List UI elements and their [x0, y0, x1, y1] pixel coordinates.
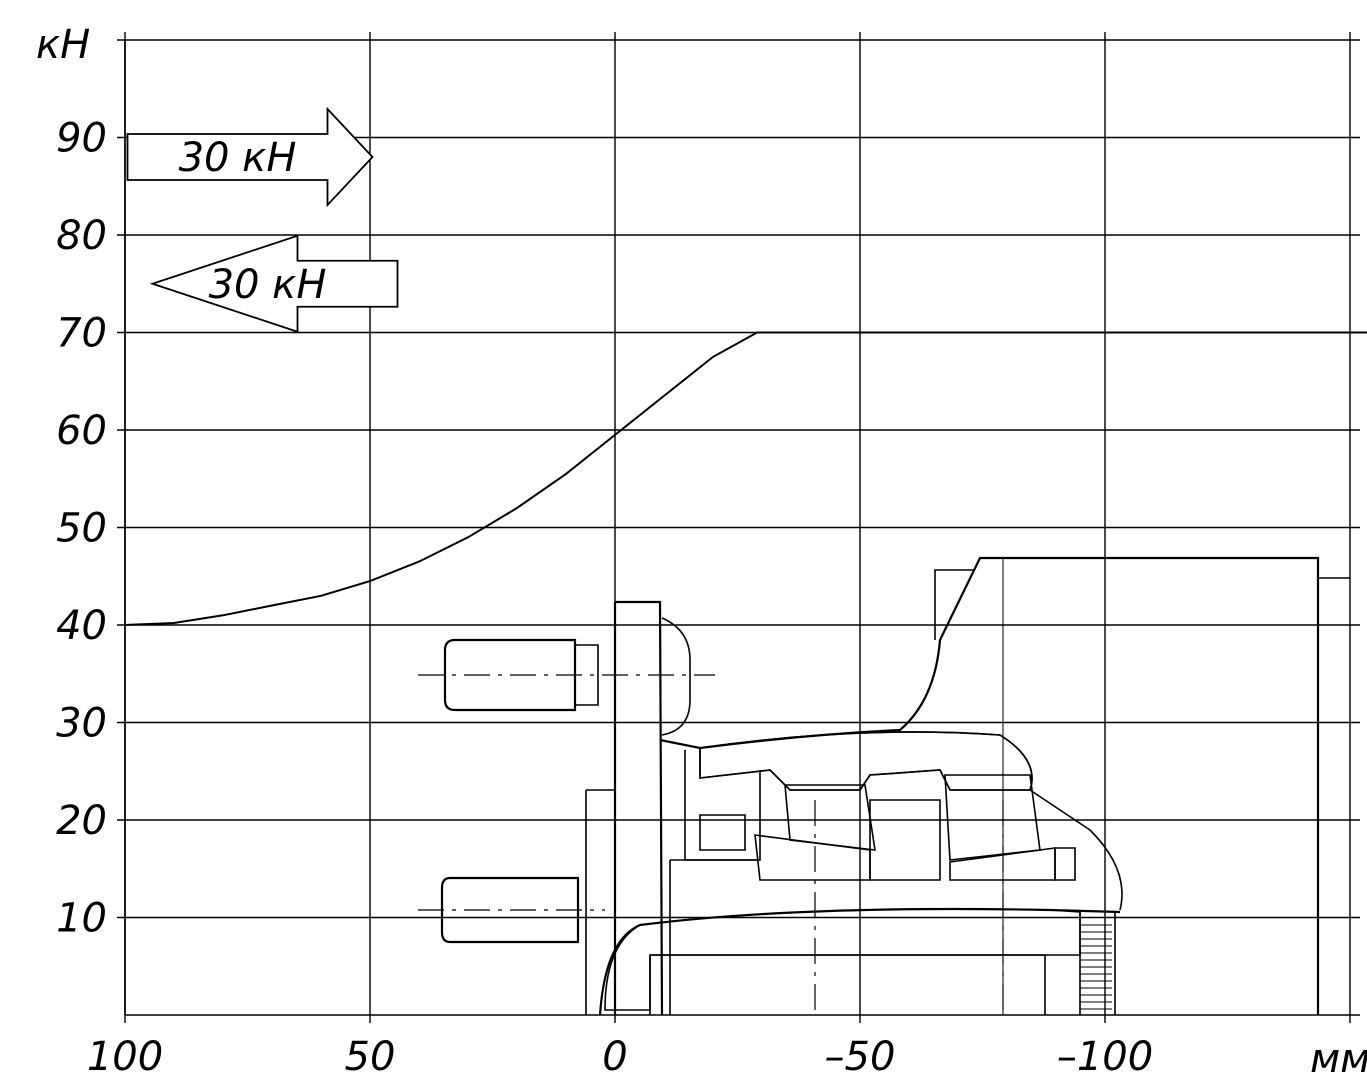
hub-bore: [649, 954, 1046, 1015]
spacer: [869, 799, 941, 881]
spline: [1079, 912, 1116, 1015]
y-tick-label-50: 50: [56, 506, 107, 552]
arrow-right: 30 кН: [126, 106, 374, 208]
x-tick-label-0: 100: [87, 1034, 163, 1080]
y-tick-label-90: 90: [56, 116, 107, 162]
inner-ring-left: [754, 834, 871, 881]
y-axis-unit: кН: [36, 22, 90, 68]
upper-wall-hatch: [699, 731, 1033, 791]
y-tick-label-80: 80: [56, 213, 107, 259]
x-tick-label-4: –100: [1057, 1034, 1153, 1080]
y-tick-label-70: 70: [56, 311, 107, 357]
inner-flange: [669, 859, 760, 1015]
seal: [684, 750, 761, 861]
flange-collar: [585, 789, 615, 1015]
housing-break: [1029, 789, 1123, 911]
arrow-shape: [126, 106, 374, 208]
load-arrows: 30 кН 30 кН: [126, 106, 399, 333]
flange: [613, 600, 664, 1016]
flange-rim: [661, 617, 691, 736]
y-tick-label-40: 40: [56, 603, 107, 649]
y-tick-label-30: 30: [56, 701, 107, 747]
bearing-left: [784, 784, 876, 851]
housing-top: [659, 556, 1320, 1015]
tick-labels: 10 20 30 40 50 60 70 80 90 100 50 0 –50 –100: [56, 116, 1153, 1081]
arrow-label: 30 кН: [209, 262, 327, 308]
nut: [1054, 847, 1076, 881]
stud-upper: [443, 638, 577, 712]
series-0: [124, 331, 1367, 626]
series-line: [124, 331, 1367, 626]
housing-step: [934, 569, 975, 640]
y-tick-label-10: 10: [56, 896, 107, 942]
x-tick-label-3: –50: [825, 1034, 896, 1080]
hub-hatch: [604, 908, 1081, 1011]
bearing-hub-drawing: [418, 556, 1350, 1016]
stud-lower: [440, 876, 580, 944]
stud-upper-shoulder: [575, 644, 599, 706]
x-tick-label-2: 0: [602, 1034, 627, 1080]
arrow-label: 30 кН: [179, 135, 297, 181]
bearing-right: [944, 774, 1041, 861]
arrow-left: 30 кН: [149, 234, 399, 333]
x-axis-unit: мм: [1310, 1036, 1367, 1082]
y-tick-label-20: 20: [56, 798, 107, 844]
series-layer: [124, 331, 1367, 626]
x-tick-label-1: 50: [345, 1034, 396, 1080]
y-tick-label-60: 60: [56, 408, 107, 454]
arrow-shape: [149, 234, 399, 333]
